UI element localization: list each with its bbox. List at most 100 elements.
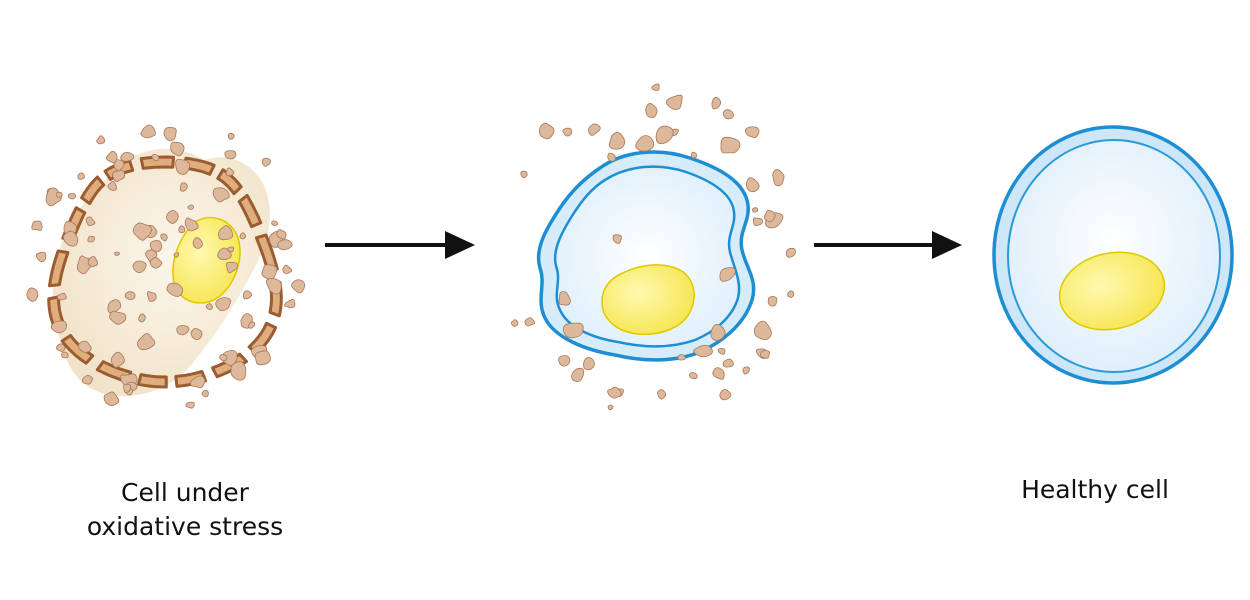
debris-particle: [538, 122, 555, 140]
debris-particle: [767, 295, 778, 307]
debris-particle: [520, 170, 528, 179]
membrane-fragment: [247, 321, 278, 355]
debris-particle: [690, 151, 697, 159]
debris-particle: [772, 169, 785, 187]
debris-particle: [717, 347, 726, 355]
debris-particle: [261, 157, 271, 167]
debris-particle: [744, 126, 760, 139]
debris-particle: [190, 328, 203, 340]
debris-particle: [107, 180, 118, 191]
debris-particle: [751, 207, 759, 213]
debris-particle: [140, 124, 156, 139]
debris-particle: [138, 313, 146, 323]
healthy-cell-label: Healthy cell: [1021, 475, 1169, 504]
debris-particle: [184, 217, 199, 232]
debris-particle: [693, 344, 713, 358]
debris-particle: [192, 237, 203, 249]
debris-particle: [81, 374, 94, 385]
debris-particle: [719, 389, 732, 401]
debris-particle: [607, 386, 622, 399]
debris-particle: [785, 247, 796, 258]
debris-particle: [124, 291, 136, 301]
debris-particle: [722, 109, 734, 120]
debris-particle: [110, 351, 125, 368]
debris-particle: [764, 209, 776, 223]
debris-particle: [752, 217, 763, 226]
debris-particle: [282, 264, 293, 274]
debris-particle: [77, 172, 85, 180]
debris-particle: [571, 367, 585, 382]
debris-particle: [55, 191, 63, 198]
debris-particle: [149, 257, 163, 269]
debris-particle: [205, 303, 213, 311]
debris-particle: [132, 260, 147, 273]
debris-particle: [227, 132, 235, 140]
debris-particle: [185, 401, 195, 409]
debris-particle: [587, 123, 601, 136]
debris-particle: [677, 354, 686, 361]
debris-particle: [247, 321, 256, 329]
debris-particle: [217, 247, 232, 261]
debris-particle: [62, 230, 79, 247]
damaged-membrane: [47, 155, 283, 389]
debris-particle: [719, 267, 736, 282]
arrow-right-icon: [814, 231, 962, 259]
debris-particle: [201, 389, 209, 398]
debris-particle: [26, 287, 39, 302]
debris-particle: [635, 135, 655, 152]
debris-particle: [56, 292, 67, 301]
debris-particle: [113, 159, 125, 172]
debris-particle: [271, 220, 279, 226]
debris-particle: [151, 153, 160, 162]
debris-particle: [132, 222, 152, 241]
debris-particle: [85, 216, 96, 226]
debris-particle: [607, 152, 616, 162]
debris-particle: [787, 290, 795, 298]
debris-particle: [218, 225, 233, 241]
membrane-fragment: [48, 249, 70, 288]
debris-particle: [78, 340, 92, 353]
debris-particle: [31, 220, 43, 231]
debris-particle: [291, 279, 306, 294]
debris-particle: [146, 291, 157, 302]
debris-particle: [583, 357, 595, 371]
stressed-cell-cytoplasm: [53, 148, 270, 397]
debris-particle: [96, 135, 106, 145]
debris-particle: [123, 383, 132, 394]
debris-particle: [712, 367, 725, 380]
debris-particle: [56, 343, 66, 352]
debris-particle: [277, 239, 293, 251]
debris-particle: [558, 355, 571, 367]
debris-particle: [261, 264, 278, 280]
debris-particle: [170, 141, 185, 157]
debris-particle: [67, 192, 77, 200]
debris-particle: [655, 125, 674, 145]
debris-particle: [226, 246, 235, 253]
membrane-fragment: [137, 373, 168, 389]
debris-particle: [239, 232, 247, 240]
debris-particle: [689, 372, 698, 380]
debris-particle: [562, 127, 573, 137]
arrow-right-icon: [325, 231, 475, 259]
debris-particle: [510, 319, 519, 327]
debris-particle: [87, 235, 96, 243]
debris-particle: [114, 251, 120, 257]
debris-particle: [163, 126, 177, 142]
debris-particle: [176, 325, 190, 336]
debris-particle: [745, 177, 760, 193]
debris-particle: [266, 278, 282, 295]
debris-particle: [103, 391, 120, 407]
debris-particle: [166, 210, 179, 224]
debris-particle: [160, 233, 168, 242]
debris-particle: [524, 317, 535, 327]
debris-particle: [666, 94, 683, 110]
debris-particle: [187, 204, 194, 210]
debris-particle: [607, 404, 614, 411]
debris-particle: [215, 297, 232, 311]
debris-particle: [722, 358, 734, 368]
debris-particle: [276, 229, 287, 240]
debris-particle: [109, 310, 127, 325]
healthy-cell: [992, 125, 1234, 385]
debris-particle: [137, 333, 156, 351]
